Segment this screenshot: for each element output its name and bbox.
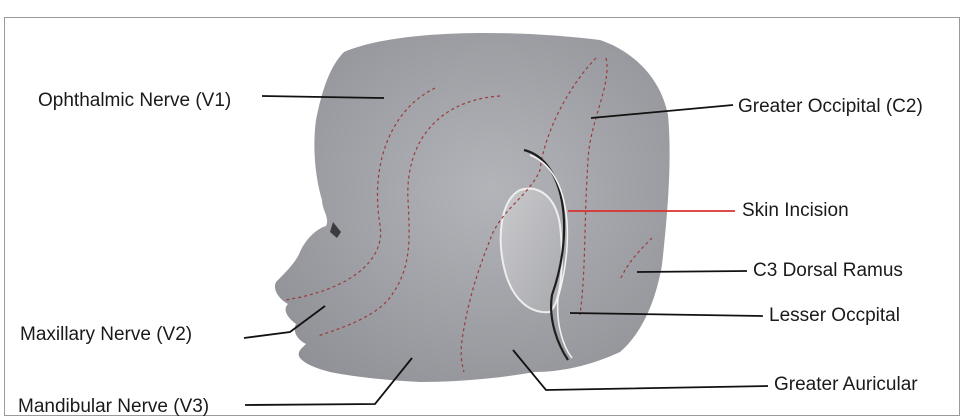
label-maxillary-nerve: Maxillary Nerve (V2) xyxy=(20,324,192,346)
label-mandibular-nerve: Mandibular Nerve (V3) xyxy=(18,396,209,418)
label-lesser-occipital: Lesser Occpital xyxy=(769,305,900,327)
label-ophthalmic-nerve: Ophthalmic Nerve (V1) xyxy=(38,90,231,112)
label-greater-occipital: Greater Occipital (C2) xyxy=(738,96,923,118)
label-greater-auricular: Greater Auricular xyxy=(774,374,918,396)
label-c3-dorsal-ramus: C3 Dorsal Ramus xyxy=(753,260,903,282)
head-silhouette xyxy=(275,33,670,382)
label-skin-incision: Skin Incision xyxy=(742,200,849,222)
